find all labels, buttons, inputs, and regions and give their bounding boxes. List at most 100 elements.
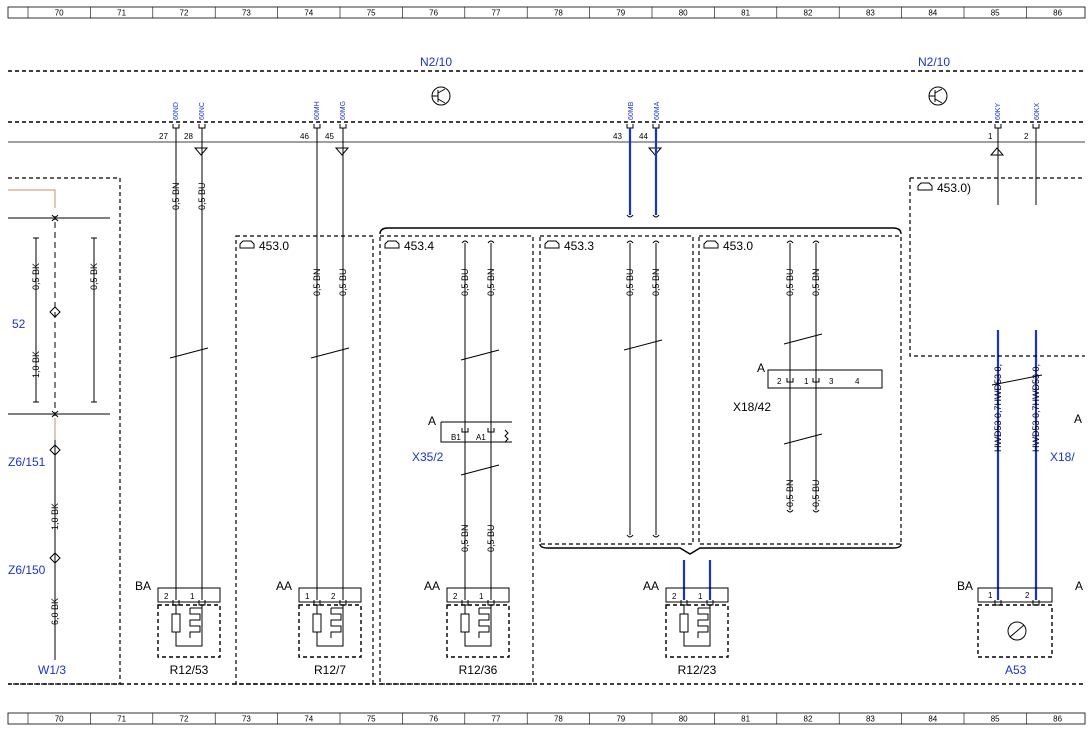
connector-x18-42 — [767, 369, 883, 389]
wire-label: HWD53 0,7HWD53 0, — [993, 364, 1003, 452]
ruler-column-label: 70 — [55, 9, 64, 18]
wire-label: 0,5 BK — [31, 263, 41, 290]
pin-label: 2 — [164, 592, 169, 601]
wire-lines — [175, 128, 1037, 600]
ruler-column-label: 71 — [117, 9, 126, 18]
heating-element-icon — [683, 605, 711, 647]
component-label: Z6/151 — [8, 455, 46, 469]
connector-label: A — [757, 361, 765, 375]
region-wires — [461, 240, 820, 600]
connector-label: A — [428, 414, 436, 428]
ruler-column-label: 75 — [367, 9, 376, 18]
pin-label: 2 — [453, 592, 458, 601]
wire-label: 0,5 BU — [625, 268, 635, 296]
pin-code: 60MB — [628, 101, 635, 120]
pin-number: 2 — [1024, 132, 1029, 141]
pin-number: 45 — [325, 132, 334, 141]
ruler-column-label: 72 — [180, 715, 189, 724]
ruler-frame — [7, 6, 1086, 19]
ruler-column-label: 73 — [242, 9, 251, 18]
ruler-column-label: 74 — [304, 715, 313, 724]
ruler-column-label: 84 — [928, 715, 937, 724]
pin-number: 46 — [300, 132, 309, 141]
pin-number: 28 — [184, 132, 193, 141]
pin-label: 1 — [988, 591, 993, 600]
pin-code: 60MA — [654, 101, 661, 120]
connector-housing — [665, 587, 729, 603]
ruler-column-label: 78 — [554, 715, 563, 724]
wire-label: 0,5 BN — [171, 182, 181, 210]
ruler-column-label: 85 — [991, 715, 1000, 724]
pin-code: 60ND — [173, 102, 180, 120]
ruler-column-label: 83 — [866, 9, 875, 18]
connector-label: AA — [643, 579, 659, 593]
ruler-column-label: 85 — [991, 9, 1000, 18]
connector-housing — [298, 587, 362, 603]
wire-label: 0,5 BN — [486, 268, 496, 296]
ruler-column-label: 80 — [679, 715, 688, 724]
ruler-column-label: 76 — [429, 9, 438, 18]
ruler-column-label: 86 — [1053, 715, 1062, 724]
wire-label: 0,5 BU — [197, 182, 207, 210]
pin-label: B1 — [451, 433, 461, 442]
ruler-column-label: 80 — [679, 9, 688, 18]
pin-codes: 60ND 60NC 60MH 60MG 60MB 60MA 60KY 60KX — [173, 101, 1041, 120]
resistor-icon — [171, 613, 181, 633]
heater-boundary — [298, 604, 362, 658]
component-label: X18/ — [1050, 450, 1075, 464]
group-bracket — [379, 227, 902, 555]
pin-label: 2 — [672, 592, 677, 601]
component-label: R12/36 — [459, 663, 498, 677]
heating-element-icon — [464, 605, 492, 647]
pin-label: 1 — [190, 592, 195, 601]
ruler-column-label: 70 — [55, 715, 64, 724]
pin-label: 2 — [1025, 591, 1030, 600]
wire-breaks — [169, 214, 1043, 476]
ruler-column-label: 81 — [741, 715, 750, 724]
heater-boundary — [665, 604, 729, 658]
heating-element-icon — [175, 605, 203, 647]
component-label: X35/2 — [412, 450, 444, 464]
ruler-column-label: 82 — [804, 715, 813, 724]
car-icon — [239, 182, 933, 249]
control-unit-label-right: N2/10 — [918, 55, 950, 69]
heater-boundary — [157, 604, 221, 658]
pin-label: 1 — [804, 377, 809, 386]
transistor-icon — [928, 86, 948, 106]
component-label: W1/3 — [38, 663, 66, 677]
wire-label: 0,5 BU — [460, 268, 470, 296]
ruler-frame — [7, 712, 1086, 725]
ruler-column-label: 75 — [367, 715, 376, 724]
wire-label: 0,5 BK — [89, 263, 99, 290]
control-unit-label-left: N2/10 — [420, 55, 452, 69]
ruler-column-label: 84 — [928, 9, 937, 18]
ruler-column-label: 82 — [804, 9, 813, 18]
ground-symbol-icon — [193, 147, 1005, 156]
component-label: X18/42 — [733, 400, 771, 414]
ruler-column-label: 73 — [242, 715, 251, 724]
ruler-column-label: 72 — [180, 9, 189, 18]
wire-label: 0,5 BN — [785, 479, 795, 507]
area-label: 453.0) — [937, 181, 971, 195]
component-label: A53 — [1005, 663, 1027, 677]
ruler-column-label: 76 — [429, 715, 438, 724]
pin-label: 2 — [331, 592, 336, 601]
ruler-column-label: 77 — [492, 9, 501, 18]
pin-number: 27 — [159, 132, 168, 141]
ruler-column-label: 78 — [554, 9, 563, 18]
blue-wire-lines — [628, 128, 1038, 600]
area-label: 453.3 — [564, 239, 594, 253]
ruler-column-label: 74 — [304, 9, 313, 18]
pin-label: 1 — [698, 592, 703, 601]
ruler-column-label: 83 — [866, 715, 875, 724]
ruler-column-label: 77 — [492, 715, 501, 724]
component-label: Z6/150 — [8, 563, 46, 577]
pin-code: 60NC — [199, 102, 206, 120]
resistor-icon — [679, 613, 689, 633]
pin-label: 3 — [829, 377, 834, 386]
pin-code: 60KX — [1034, 103, 1041, 120]
